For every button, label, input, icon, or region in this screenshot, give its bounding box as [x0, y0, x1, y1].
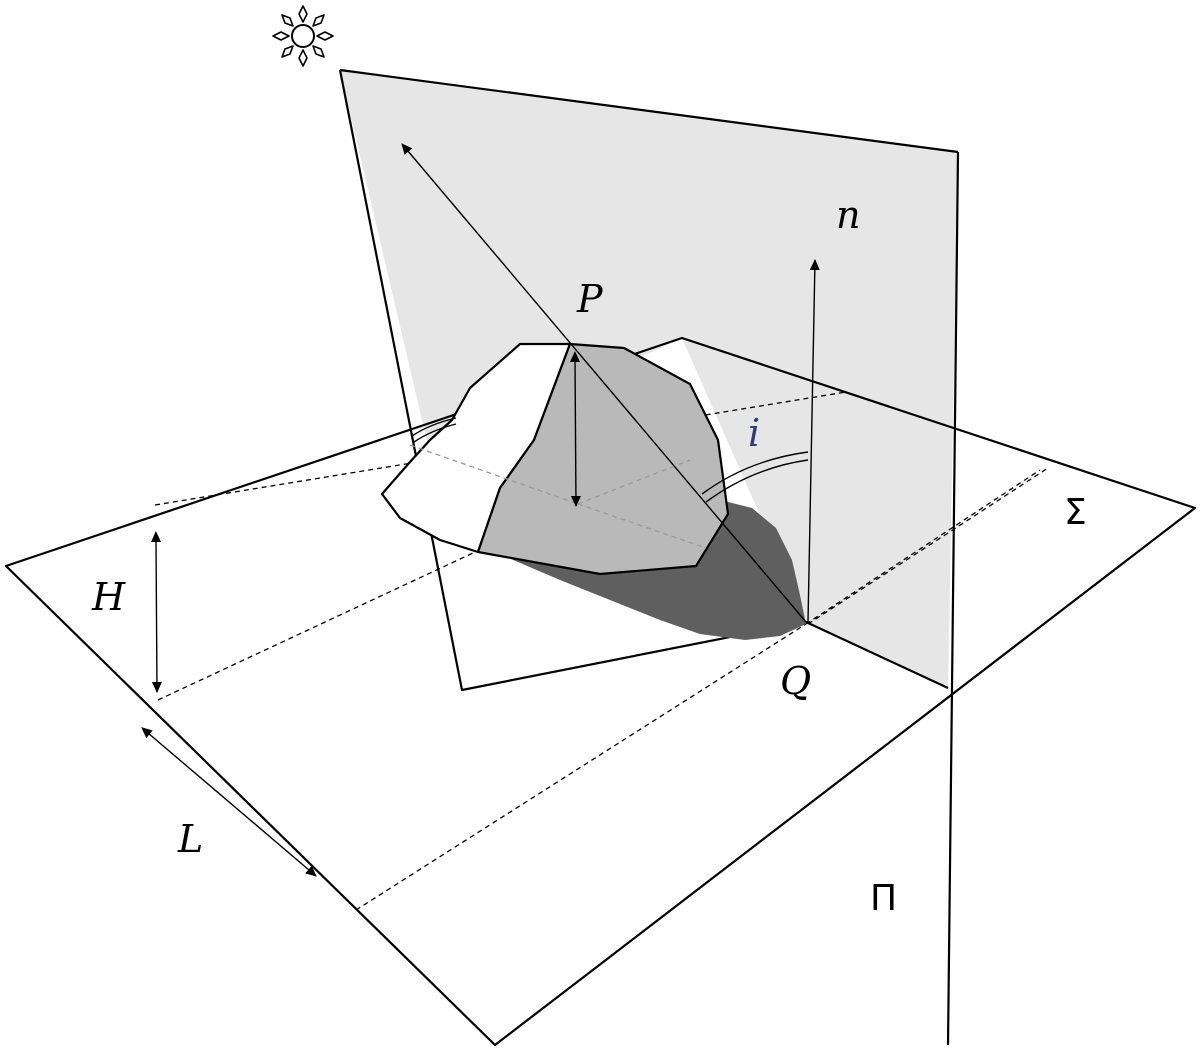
vertical-plane-pi-right-edge — [946, 151, 960, 1046]
label-sigma: Σ — [1064, 492, 1087, 533]
incidence-angle-arc-inner — [705, 459, 809, 503]
rock-hidden-line-c — [577, 503, 707, 549]
rock-height-arrow — [570, 351, 581, 507]
dashed-line-bottom — [355, 623, 807, 911]
label-pi: Π — [870, 878, 897, 919]
rock-hidden-line-a — [409, 444, 579, 505]
rock-left-arc-inner — [413, 423, 457, 443]
sun-icon — [272, 5, 334, 67]
rock-shadow-face — [476, 342, 730, 576]
label-l: L — [177, 817, 203, 861]
label-q: Q — [780, 659, 811, 703]
dashed-line-far-right — [805, 469, 1041, 625]
vertical-plane-pi-top-edge — [339, 68, 959, 154]
h-dimension-arrow — [151, 531, 162, 693]
incidence-angle-arc-outer — [701, 451, 809, 495]
dashed-line-right — [807, 467, 1049, 625]
label-n: n — [836, 193, 860, 237]
rock-left-arc-outer — [411, 417, 457, 437]
label-p: P — [576, 277, 604, 321]
l-dimension-arrow — [141, 727, 317, 877]
vertical-plane-pi-fill — [340, 70, 958, 688]
label-h: H — [91, 575, 126, 619]
rock-hidden-line-b — [577, 459, 691, 505]
label-i: i — [748, 411, 760, 455]
normal-vector-n — [807, 259, 820, 623]
vertical-plane-pi-left-edge — [338, 69, 807, 692]
sun-ray-arrow — [401, 143, 807, 623]
vertical-plane-lower-edge — [805, 621, 949, 689]
